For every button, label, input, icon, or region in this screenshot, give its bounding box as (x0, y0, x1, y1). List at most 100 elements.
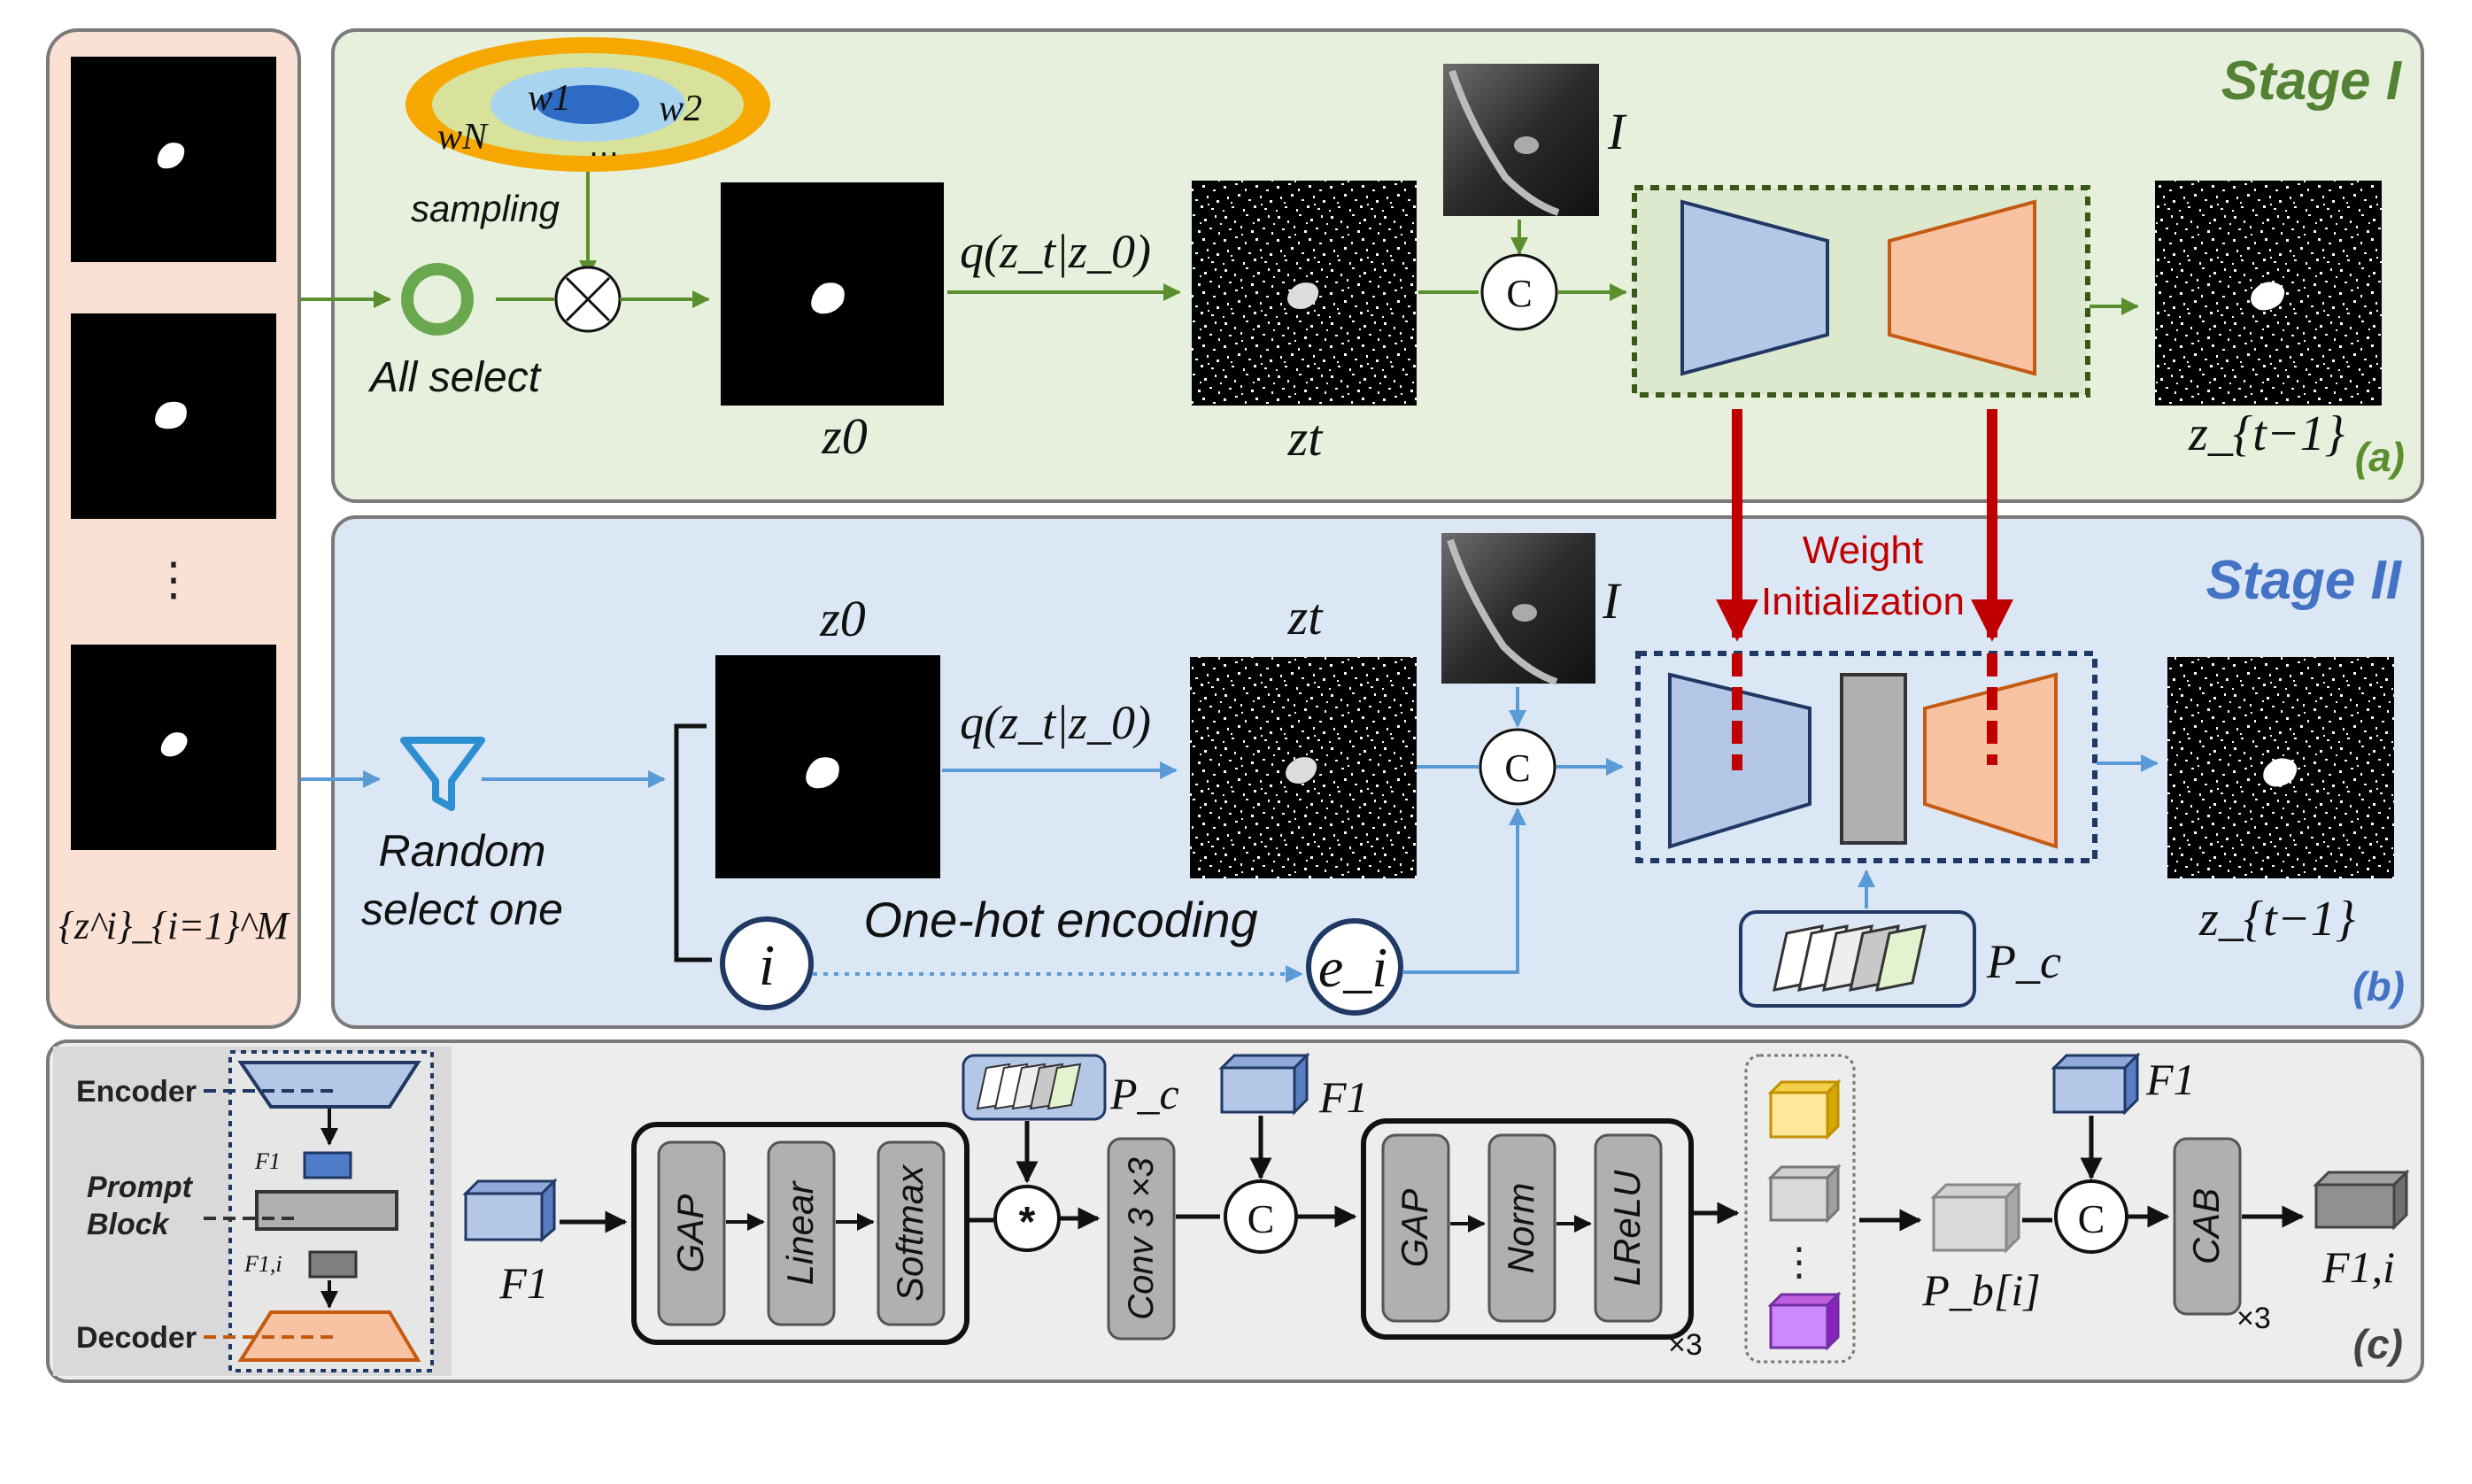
pb-label: P_b[i] (1921, 1265, 2040, 1315)
stage1-decoder (1888, 199, 2036, 376)
stage2-zt-image (1190, 657, 1417, 878)
softmax-label: Softmax (889, 1163, 931, 1302)
weight-init-line1: Weight (1803, 529, 1923, 572)
cab-label: CAB (2185, 1188, 2227, 1264)
stage2-image-label: I (1602, 572, 1622, 630)
all-select-label: All select (367, 354, 542, 401)
stage2-concat-icon: C (1479, 728, 1557, 806)
prompt-block (1840, 673, 1907, 845)
stage2-tag: (b) (2352, 963, 2405, 1009)
left-ellipsis: ⋮ (151, 554, 197, 606)
times3-b-label: ×3 (2236, 1302, 2271, 1335)
stage1-z0-label: z0 (821, 407, 868, 465)
f1-cube-b (2051, 1052, 2141, 1116)
prompt-cube-stack: ⋮ (1744, 1054, 1856, 1364)
stage1-panel: Stage I (a) w1 w2 wN … sampling All sele… (301, 28, 2424, 503)
mask-thumbnail-3 (71, 645, 276, 850)
cube-stack-dots: ⋮ (1780, 1241, 1819, 1284)
stage2-prompt-pool (1739, 910, 1976, 1008)
conv-label: Conv 3 ×3 (1122, 1157, 1161, 1319)
lrelu-label: LReLU (1606, 1170, 1648, 1286)
stage2-title: Stage II (2205, 550, 2402, 611)
gap-block-2: GAP (1381, 1133, 1450, 1323)
times3-a-label: ×3 (1668, 1328, 1703, 1362)
stage2-q-label: q(z_t|z_0) (960, 696, 1151, 749)
funnel-icon (400, 737, 485, 811)
left-panel: ⋮ {z^i}_{i=1}^M (46, 28, 301, 1029)
stage1-zt-image (1192, 181, 1417, 406)
lrelu-block: LReLU (1594, 1133, 1663, 1323)
panel-c-prompt-pool (962, 1054, 1107, 1121)
ei-node: e_i (1306, 918, 1403, 1016)
stage2-z0-image (715, 655, 940, 878)
gap-block-1: GAP (657, 1140, 726, 1326)
f1-input-cube (462, 1178, 558, 1243)
stage2-ct-image (1441, 533, 1595, 685)
weight-ellipsis: … (588, 127, 620, 163)
stage1-ct-image (1443, 64, 1599, 216)
stage2-output-image (2167, 657, 2394, 878)
linear-label: Linear (779, 1180, 821, 1286)
mask-thumbnail-2 (71, 313, 276, 519)
concat-icon-b: C (2054, 1179, 2128, 1254)
pb-cube (1930, 1181, 2022, 1254)
weight-init-line2: Initialization (1761, 580, 1965, 623)
norm-group (1361, 1118, 1694, 1340)
weight-wn: wN (437, 117, 489, 158)
mini-encoder (237, 1061, 421, 1109)
stage2-concat-label: C (1504, 746, 1530, 790)
selection-bracket (674, 723, 712, 962)
stage1-z0-image (721, 182, 944, 406)
concat-icon-a: C (1224, 1179, 1298, 1254)
index-label: i (759, 933, 775, 998)
stage1-output-label: z_{t−1} (2188, 406, 2345, 461)
onehot-label: One-hot encoding (863, 892, 1257, 947)
stage1-q-label: q(z_t|z_0) (960, 225, 1151, 278)
f1-input-label: F1 (498, 1258, 549, 1308)
mini-prompt-label-1: Prompt (87, 1171, 194, 1204)
ei-label: e_i (1318, 936, 1387, 999)
softmax-block: Softmax (877, 1140, 946, 1326)
gap-label-1: GAP (669, 1194, 711, 1273)
random-label-line1: Random (379, 826, 546, 876)
f1i-output-label: F1,i (2321, 1242, 2395, 1292)
mini-decoder-label: Decoder (76, 1321, 197, 1355)
weight-w1: w1 (528, 78, 571, 119)
conv-op-icon: * (993, 1185, 1061, 1252)
f1i-output-cube (2313, 1169, 2410, 1231)
stage1-encoder (1680, 199, 1829, 376)
random-label-line2: select one (361, 885, 563, 934)
mask-set-label: {z^i}_{i=1}^M (58, 904, 290, 947)
stage1-output-image (2155, 181, 2382, 406)
weight-distribution: w1 w2 wN … (406, 37, 770, 172)
stage2-pc-label: P_c (1986, 935, 2061, 988)
stage1-image-label: I (1607, 103, 1627, 160)
attention-group (631, 1122, 969, 1345)
mini-prompt-label-2: Block (87, 1208, 171, 1241)
norm-block: Norm (1487, 1133, 1557, 1323)
index-node: i (720, 916, 814, 1010)
stage1-concat-label: C (1506, 272, 1532, 315)
linear-block: Linear (767, 1140, 836, 1326)
stage2-zt-label: zt (1287, 588, 1325, 645)
mini-overview: Encoder F1 Prompt Block F1,i Decoder (53, 1047, 452, 1376)
mini-prompt-block (255, 1190, 398, 1231)
f1-b-label: F1 (2145, 1055, 2196, 1104)
cab-block: CAB (2173, 1137, 2242, 1316)
sampling-label: sampling (411, 188, 560, 229)
stage1-unet (1632, 185, 2090, 398)
stage1-concat-icon: C (1480, 253, 1558, 331)
gap-label-2: GAP (1394, 1189, 1435, 1268)
mini-encoder-label: Encoder (76, 1075, 197, 1109)
stage2-z0-label: z0 (819, 590, 866, 647)
concat-b-label: C (2078, 1196, 2105, 1241)
conv-block: Conv 3 ×3 (1107, 1137, 1176, 1341)
panel-c-pc-label: P_c (1109, 1069, 1179, 1118)
mini-f1i-label: F1,i (243, 1251, 282, 1277)
stage1-title: Stage I (2221, 50, 2403, 112)
f1-cube-a (1218, 1052, 1310, 1116)
norm-label: Norm (1500, 1183, 1541, 1274)
stage2-panel: Stage II (b) Random select one z0 q(z_t|… (301, 409, 2424, 1029)
star-label: * (1019, 1199, 1036, 1246)
